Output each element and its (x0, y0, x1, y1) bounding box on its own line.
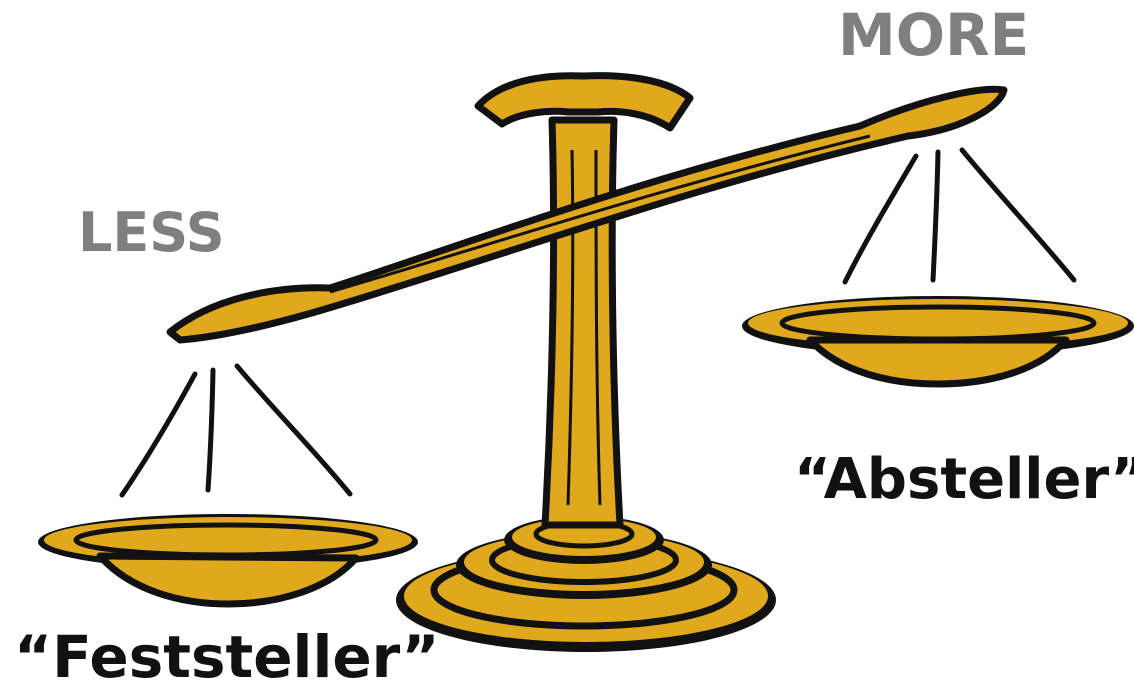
absteller-label: “Absteller” (794, 452, 1134, 508)
left-pan-strings (122, 366, 350, 495)
feststeller-label: “Feststeller” (14, 628, 439, 686)
right-pan (742, 296, 1134, 384)
more-label: MORE (838, 6, 1029, 64)
scale-post (545, 120, 620, 525)
left-pan (38, 514, 418, 604)
scale-base (396, 516, 776, 652)
right-pan-strings (845, 150, 1074, 282)
less-label: LESS (78, 206, 225, 260)
